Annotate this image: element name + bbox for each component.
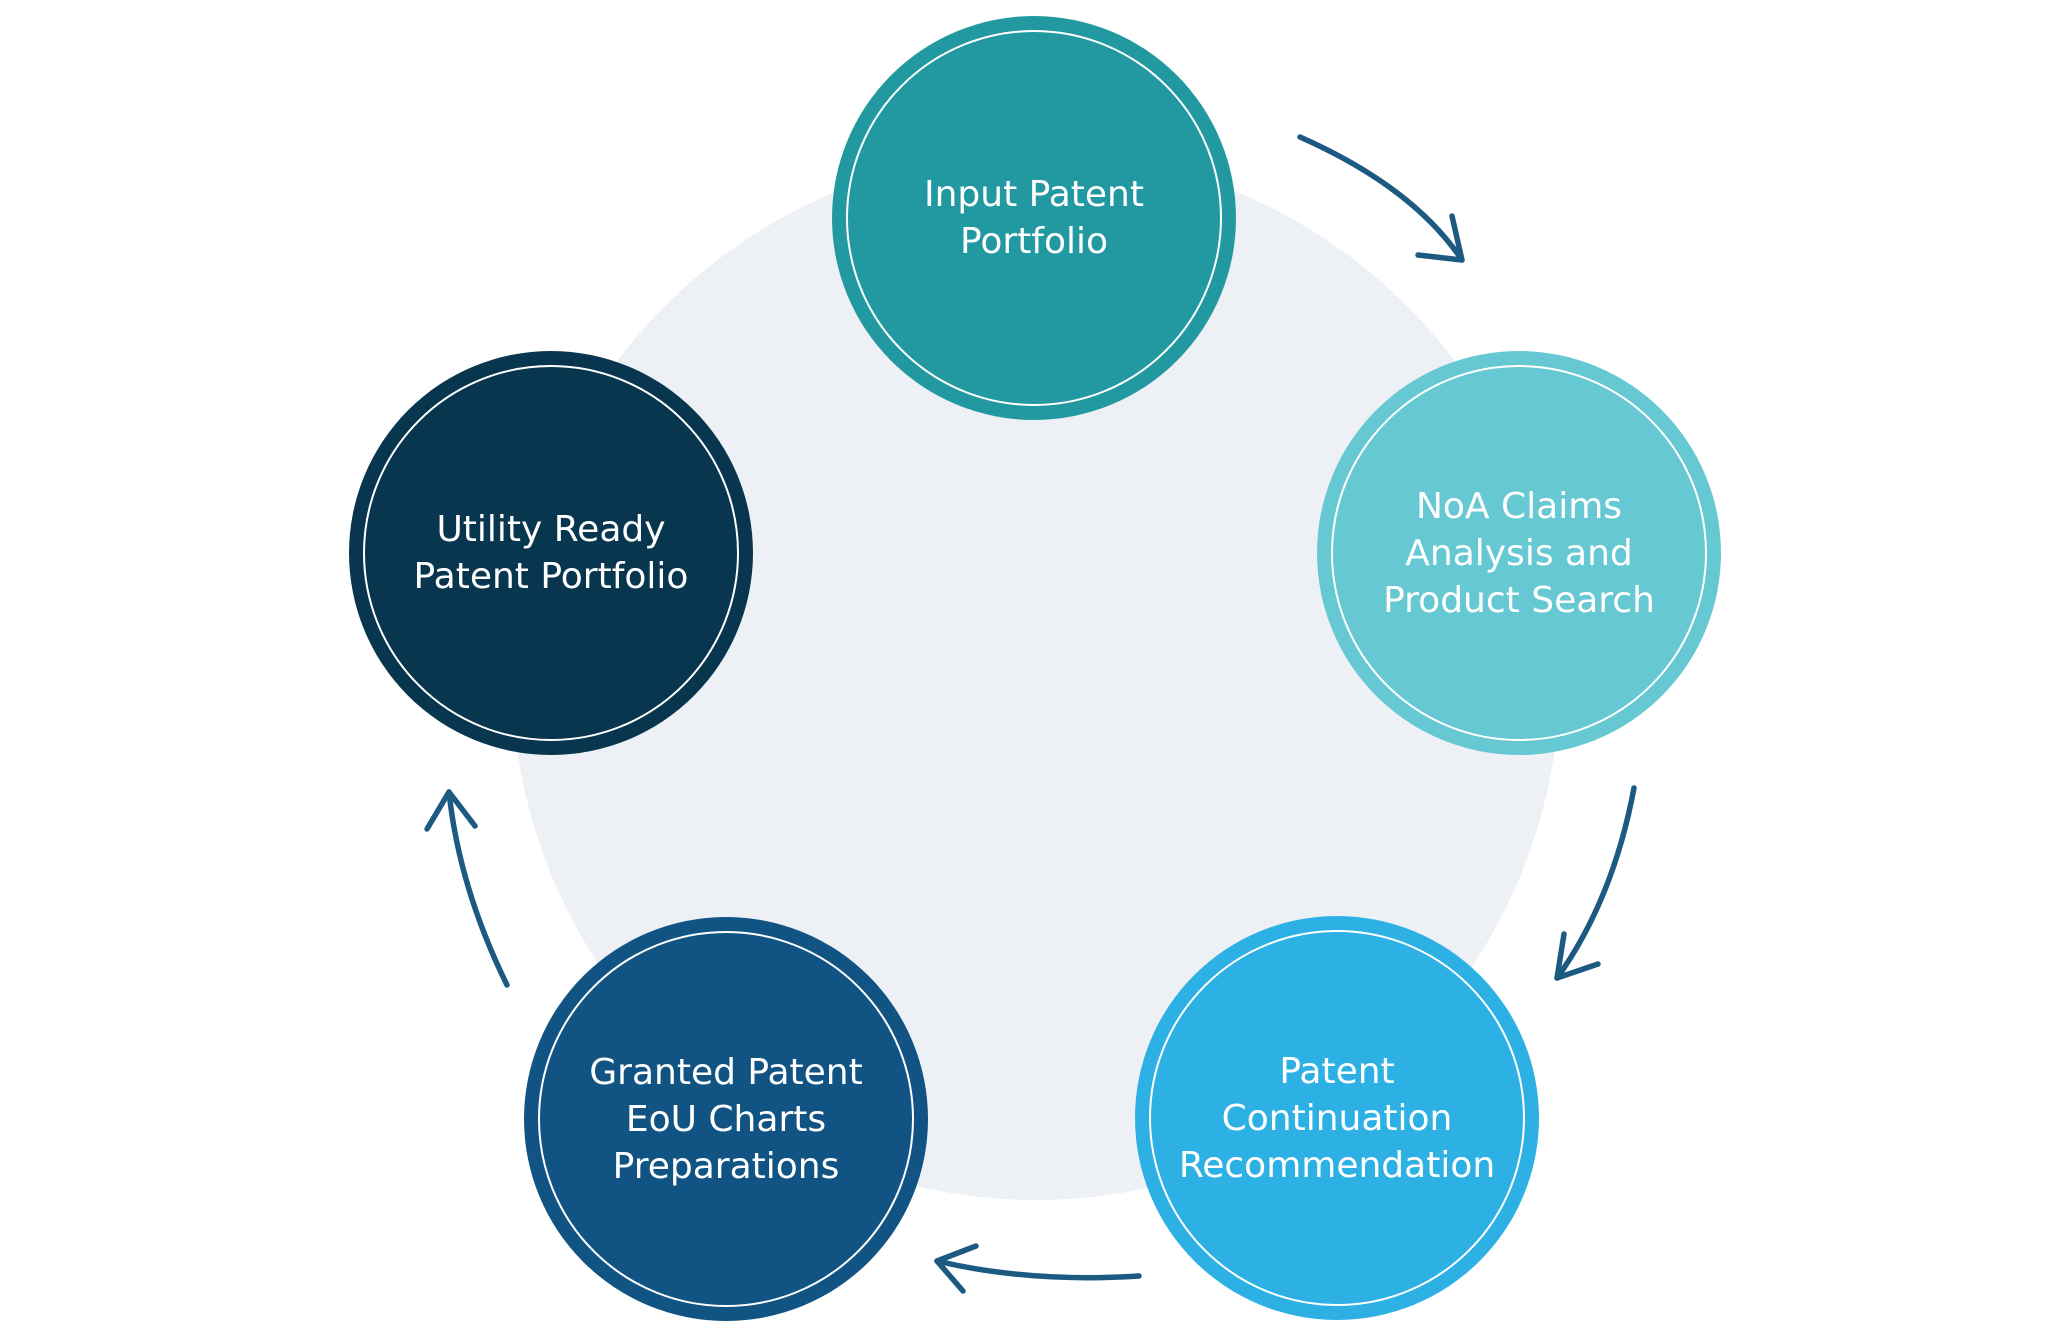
step-inner-ring: Utility Ready Patent Portfolio	[363, 365, 739, 741]
step-patent-continuation: Patent Continuation Recommendation	[1135, 916, 1539, 1320]
step-label-eou: Granted Patent EoU Charts Preparations	[589, 1051, 863, 1187]
step-inner-ring: Granted Patent EoU Charts Preparations	[538, 931, 914, 1307]
step-granted-patent-eou: Granted Patent EoU Charts Preparations	[524, 917, 928, 1321]
step-label-noa: NoA Claims Analysis and Product Search	[1383, 485, 1655, 621]
step-input-patent-portfolio: Input Patent Portfolio	[832, 16, 1236, 420]
arrow-continuation-to-eou	[934, 1243, 1142, 1294]
step-inner-ring: NoA Claims Analysis and Product Search	[1331, 365, 1707, 741]
step-label-utility: Utility Ready Patent Portfolio	[413, 509, 689, 597]
step-utility-ready-portfolio: Utility Ready Patent Portfolio	[349, 351, 753, 755]
step-label-input: Input Patent Portfolio	[923, 174, 1144, 262]
step-inner-ring: Input Patent Portfolio	[846, 30, 1222, 406]
step-inner-ring: Patent Continuation Recommendation	[1149, 930, 1525, 1306]
step-noa-claims-analysis: NoA Claims Analysis and Product Search	[1317, 351, 1721, 755]
arrow-input-to-noa	[1297, 134, 1465, 263]
arrow-noa-to-continuation	[1554, 785, 1637, 981]
step-label-continuation: Patent Continuation Recommendation	[1178, 1050, 1496, 1186]
arrow-eou-to-utility	[424, 789, 510, 988]
